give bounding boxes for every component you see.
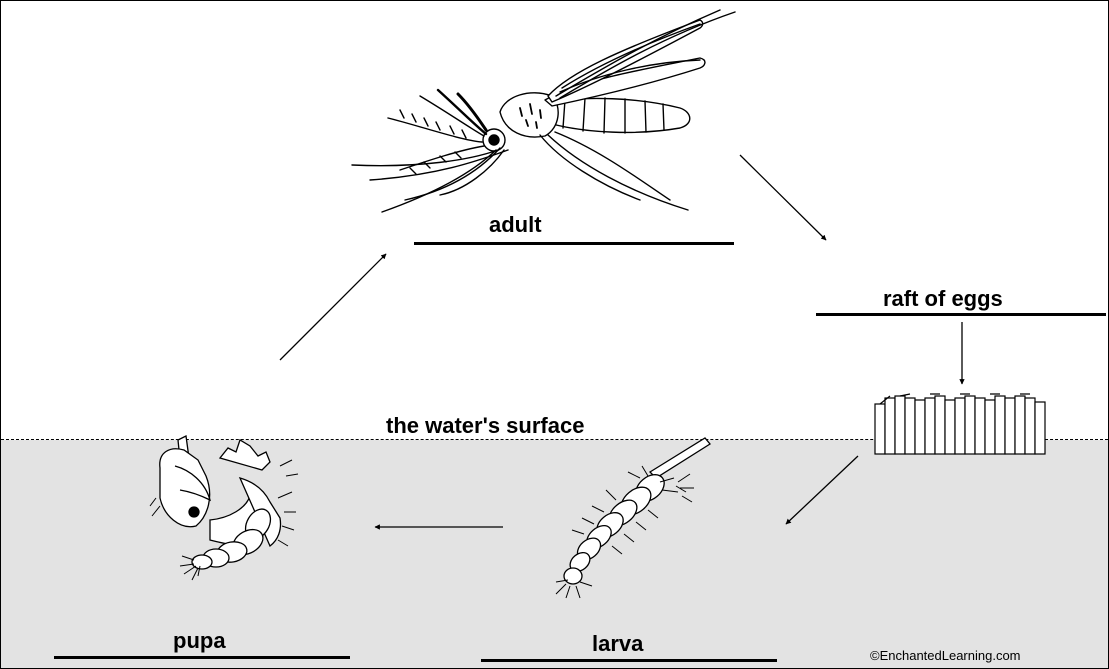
blank-larva [481,659,777,662]
label-raft-of-eggs: raft of eggs [883,286,1003,312]
arrow-adult-to-eggs [740,155,826,240]
blank-adult [414,242,734,245]
blank-pupa [54,656,350,659]
label-water-surface: the water's surface [386,413,584,439]
label-larva: larva [592,631,643,657]
copyright-credit: ©EnchantedLearning.com [870,648,1021,663]
label-adult: adult [489,212,542,238]
label-pupa: pupa [173,628,226,654]
arrow-eggs-to-larva [786,456,858,524]
arrow-pupa-to-adult [280,254,386,360]
egg-raft-icon [875,394,1045,454]
blank-raft-of-eggs [816,313,1106,316]
mosquito-adult-icon [352,10,735,212]
pupa-icon [150,436,298,580]
larva-icon [556,438,710,598]
